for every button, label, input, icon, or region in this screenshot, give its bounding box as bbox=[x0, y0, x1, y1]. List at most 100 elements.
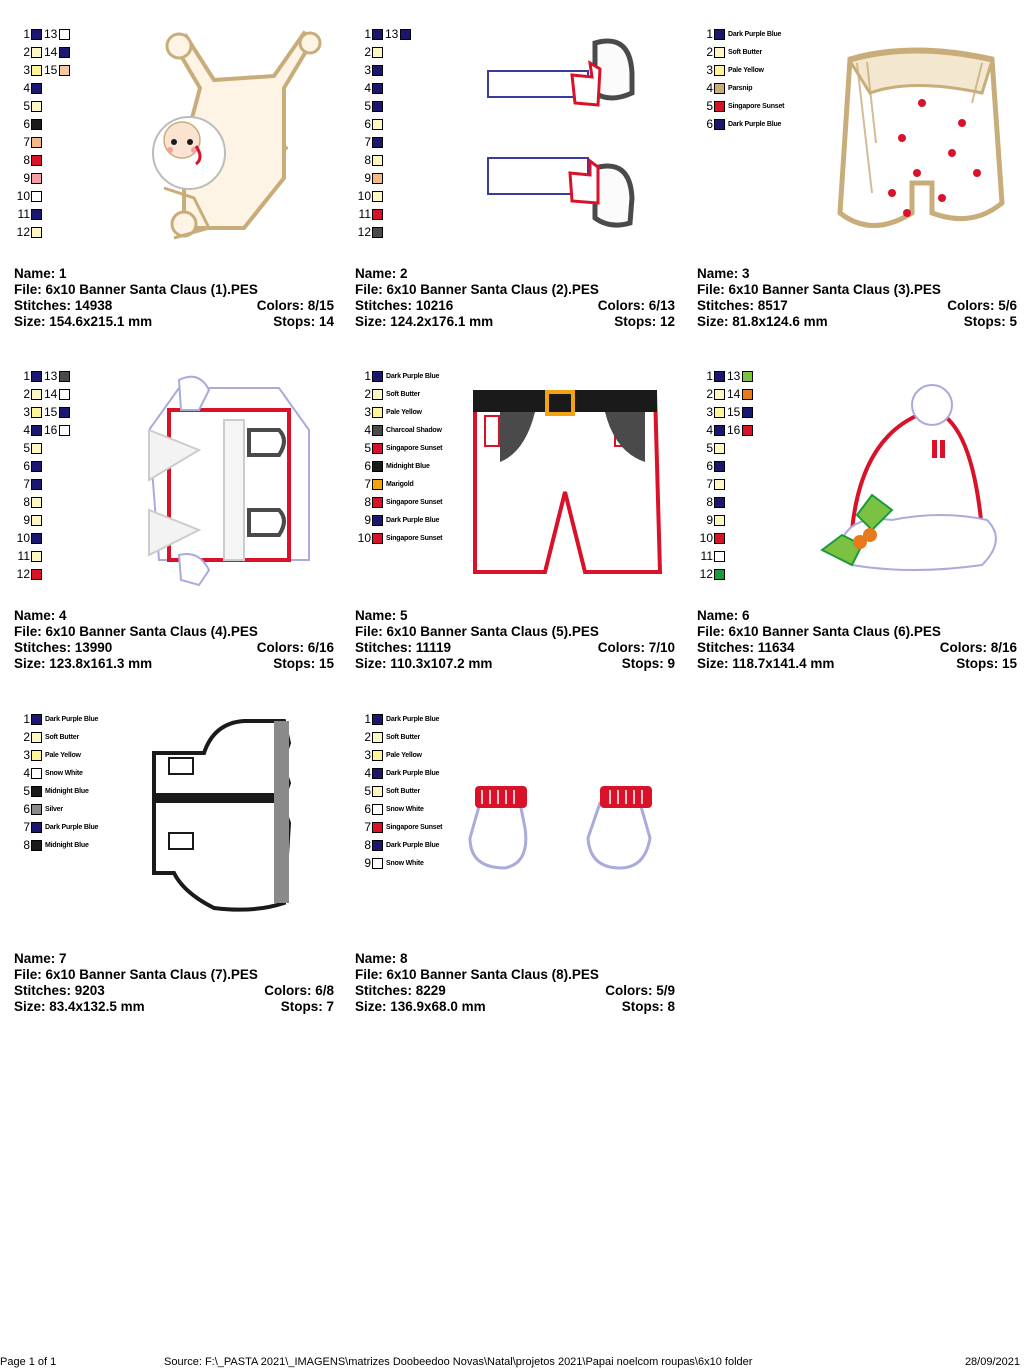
design-colors: Colors: 5/6 bbox=[947, 298, 1017, 313]
design-size: Size: 83.4x132.5 mm bbox=[14, 999, 145, 1014]
thread-name: Snow White bbox=[386, 859, 424, 867]
page-number: Page 1 of 1 bbox=[0, 1356, 57, 1368]
color-swatch bbox=[31, 64, 42, 76]
color-swatch bbox=[372, 208, 383, 220]
color-number: 6 bbox=[23, 802, 30, 816]
color-swatch bbox=[31, 514, 42, 526]
design-info: Name: 5 File: 6x10 Banner Santa Claus (5… bbox=[355, 608, 675, 672]
thread-name: Soft Butter bbox=[728, 48, 762, 56]
color-number: 14 bbox=[44, 45, 58, 59]
color-number: 11 bbox=[17, 207, 30, 221]
design-colors: Colors: 6/13 bbox=[597, 298, 675, 313]
color-row: 11 bbox=[14, 207, 42, 221]
color-swatch bbox=[372, 424, 383, 436]
thread-name: Midnight Blue bbox=[386, 462, 430, 470]
design-info: Name: 2 File: 6x10 Banner Santa Claus (2… bbox=[355, 266, 675, 330]
santa-legs-artwork bbox=[487, 38, 635, 228]
color-swatch bbox=[714, 568, 725, 580]
thread-name: Soft Butter bbox=[386, 733, 420, 741]
color-row: 13 bbox=[383, 27, 411, 41]
color-swatch bbox=[31, 190, 42, 202]
design-stitches: Stitches: 8517 bbox=[697, 298, 788, 313]
color-number: 9 bbox=[706, 513, 713, 527]
color-number: 8 bbox=[364, 495, 371, 509]
color-number: 8 bbox=[23, 495, 30, 509]
color-swatch bbox=[31, 568, 42, 580]
color-swatch bbox=[714, 82, 725, 94]
color-number: 16 bbox=[727, 423, 741, 437]
color-number: 3 bbox=[706, 405, 713, 419]
color-number: 2 bbox=[23, 730, 30, 744]
color-number: 6 bbox=[23, 459, 30, 473]
color-swatch bbox=[372, 532, 383, 544]
color-swatch bbox=[31, 136, 42, 148]
color-swatch bbox=[372, 857, 383, 869]
color-number: 14 bbox=[44, 387, 58, 401]
design-stops: Stops: 15 bbox=[273, 656, 334, 671]
color-row: 5 bbox=[14, 99, 42, 113]
color-number: 1 bbox=[706, 27, 713, 41]
color-swatch bbox=[400, 28, 411, 40]
color-row: 3 bbox=[697, 405, 725, 419]
color-row: 2 bbox=[355, 45, 383, 59]
thread-name: Charcoal Shadow bbox=[386, 426, 442, 434]
color-row: 1 bbox=[697, 369, 725, 383]
color-number: 14 bbox=[727, 387, 741, 401]
design-size: Size: 118.7x141.4 mm bbox=[697, 656, 835, 671]
color-row: 6 bbox=[14, 459, 42, 473]
color-row: 1 bbox=[355, 27, 383, 41]
color-row: 10 bbox=[14, 531, 42, 545]
color-number: 6 bbox=[706, 459, 713, 473]
design-name: Name: 5 bbox=[355, 608, 408, 623]
design-colors: Colors: 6/8 bbox=[264, 983, 334, 998]
design-info: Name: 8 File: 6x10 Banner Santa Claus (8… bbox=[355, 951, 675, 1015]
design-colors: Colors: 8/15 bbox=[256, 298, 334, 313]
color-swatch bbox=[31, 370, 42, 382]
design-stops: Stops: 14 bbox=[273, 314, 334, 329]
color-number: 5 bbox=[23, 784, 30, 798]
color-row: 10 bbox=[697, 531, 725, 545]
color-number: 11 bbox=[17, 549, 30, 563]
color-number: 8 bbox=[364, 838, 371, 852]
color-number: 7 bbox=[23, 820, 30, 834]
color-swatch bbox=[31, 424, 42, 436]
color-row: 9 bbox=[14, 171, 42, 185]
color-swatch bbox=[31, 442, 42, 454]
color-swatch bbox=[372, 803, 383, 815]
color-swatch bbox=[714, 514, 725, 526]
color-swatch bbox=[59, 28, 70, 40]
color-number: 3 bbox=[364, 63, 371, 77]
color-number: 12 bbox=[357, 225, 371, 239]
thread-name: Snow White bbox=[45, 769, 83, 777]
color-row: 15 bbox=[42, 63, 70, 77]
color-row: 14 bbox=[42, 45, 70, 59]
color-swatch bbox=[31, 388, 42, 400]
thread-name: Singapore Sunset bbox=[386, 444, 443, 452]
color-number: 7 bbox=[364, 477, 371, 491]
boxer-shorts-artwork bbox=[837, 47, 1005, 228]
color-number: 4 bbox=[23, 766, 30, 780]
color-number: 6 bbox=[23, 117, 30, 131]
color-number: 1 bbox=[23, 369, 30, 383]
design-stops: Stops: 5 bbox=[963, 314, 1017, 329]
color-number: 2 bbox=[706, 387, 713, 401]
color-swatch bbox=[372, 172, 383, 184]
design-info: Name: 6 File: 6x10 Banner Santa Claus (6… bbox=[697, 608, 1017, 672]
santa-body-artwork bbox=[152, 30, 322, 240]
color-row: 11 bbox=[14, 549, 42, 563]
color-number: 6 bbox=[364, 117, 371, 131]
color-row: 10 bbox=[355, 189, 383, 203]
color-number: 8 bbox=[23, 153, 30, 167]
